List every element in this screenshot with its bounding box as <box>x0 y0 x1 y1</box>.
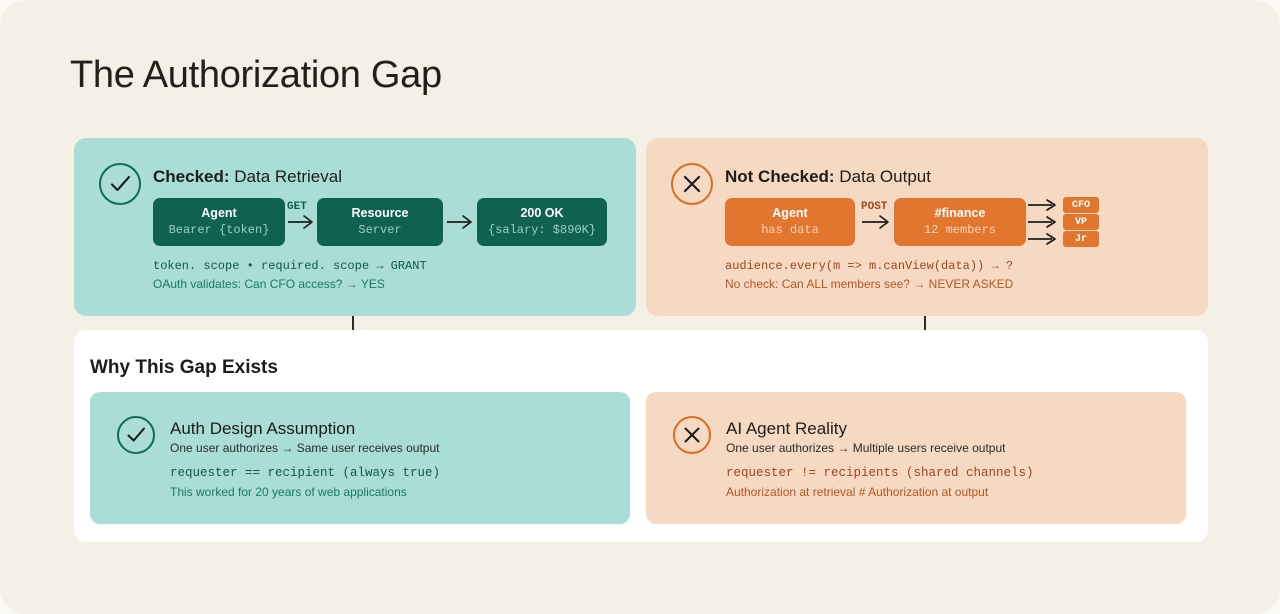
subcard-note-right: Authorization at retrieval # Authorizati… <box>726 485 989 499</box>
panel-header-left-strong: Checked: <box>153 167 230 186</box>
panel-header-right-strong: Not Checked: <box>725 167 835 186</box>
panel-header-left-rest: Data Retrieval <box>229 167 342 186</box>
arrow-agent-to-resource-icon <box>288 215 313 229</box>
left-sub-line: OAuth validates: Can CFO access? → YES <box>153 277 385 291</box>
edge-label-post: POST <box>861 201 888 213</box>
flow-box-200-ok: 200 OK {salary: $890K} <box>477 198 607 246</box>
recipient-chip-vp: VP <box>1063 214 1099 230</box>
flow-box-agent-left: Agent Bearer {token} <box>153 198 285 246</box>
flow-box-detail: 12 members <box>923 222 996 237</box>
edge-label-get: GET <box>287 201 307 213</box>
panel-header-left: Checked: Data Retrieval <box>153 167 342 187</box>
flow-box-agent-right: Agent has data <box>725 198 855 246</box>
subcard-subtitle-left: One user authorizes → Same user receives… <box>170 441 440 455</box>
subcard-title-left: Auth Design Assumption <box>170 419 356 438</box>
flow-box-detail: Server <box>358 222 402 237</box>
left-code-line: token. scope • required. scope → GRANT <box>153 259 427 273</box>
subcard-code-left: requester == recipient (always true) <box>170 466 441 480</box>
check-circle-icon <box>99 163 141 205</box>
flow-box-finance-channel: #finance 12 members <box>894 198 1026 246</box>
arrow-agent-to-channel-icon <box>862 215 889 229</box>
subcard-title-right: AI Agent Reality <box>726 419 847 438</box>
subcard-code-right: requester != recipients (shared channels… <box>726 466 1034 480</box>
subcard-ai-agent-reality <box>646 392 1186 524</box>
panel-header-right-rest: Data Output <box>834 167 931 186</box>
flow-box-title: Resource <box>351 206 409 221</box>
flow-box-title: 200 OK <box>520 206 564 221</box>
recipient-chip-jr: Jr <box>1063 231 1099 247</box>
flow-box-title: Agent <box>772 206 808 221</box>
flow-box-detail: {salary: $890K} <box>487 222 597 237</box>
section-title: Why This Gap Exists <box>90 357 278 378</box>
flow-box-title: #finance <box>934 206 986 221</box>
recipient-chip-cfo: CFO <box>1063 197 1099 213</box>
flow-box-resource-server: Resource Server <box>317 198 443 246</box>
arrow-fanout-recipients-icon <box>1028 199 1056 245</box>
right-sub-line: No check: Can ALL members see? → NEVER A… <box>725 277 1014 291</box>
subcard-note-left: This worked for 20 years of web applicat… <box>170 485 407 499</box>
flow-box-detail: has data <box>761 222 819 237</box>
subcard-auth-design-assumption <box>90 392 630 524</box>
page-title: The Authorization Gap <box>70 54 442 96</box>
x-circle-icon <box>673 416 711 454</box>
right-code-line: audience.every(m => m.canView(data)) → ? <box>725 259 1014 273</box>
check-circle-icon <box>117 416 155 454</box>
arrow-resource-to-response-icon <box>447 215 472 229</box>
panel-header-right: Not Checked: Data Output <box>725 167 931 187</box>
flow-box-detail: Bearer {token} <box>168 222 270 237</box>
subcard-subtitle-right: One user authorizes → Multiple users rec… <box>726 441 1006 455</box>
x-circle-icon <box>671 163 713 205</box>
flow-box-title: Agent <box>201 206 237 221</box>
